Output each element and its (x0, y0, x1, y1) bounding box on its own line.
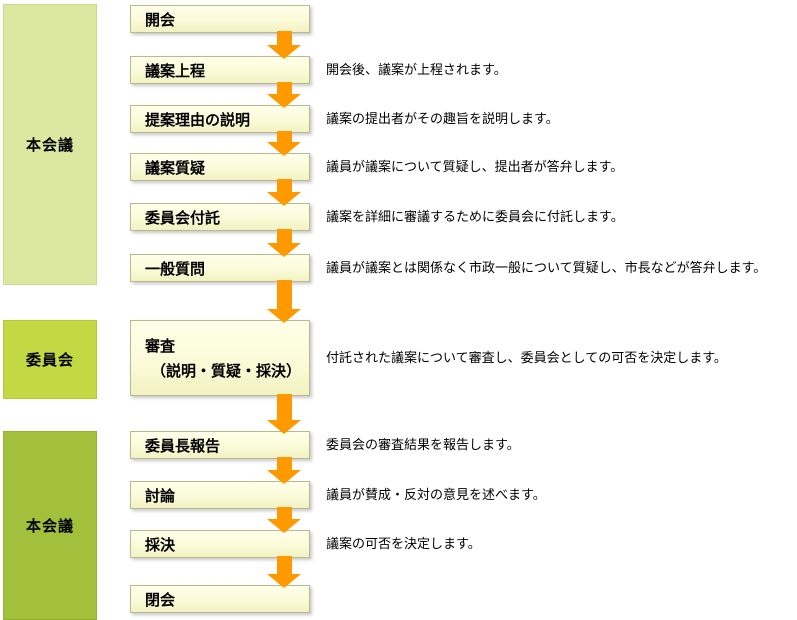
step-debate: 討論 (130, 481, 310, 509)
stage-plenary-session-1: 本会議 (3, 4, 97, 285)
step-label: 開会 (145, 11, 176, 29)
stage-label: 本会議 (25, 518, 74, 535)
down-arrow-icon (267, 280, 301, 323)
step-label: 審査 (145, 338, 176, 355)
step-label: 議案質疑 (145, 159, 206, 177)
step-bill-questions: 議案質疑 (130, 153, 310, 181)
stage-label: 委員会 (25, 352, 74, 369)
step-label: 一般質問 (145, 260, 206, 278)
step-label: 議案上程 (145, 62, 206, 80)
step-chair-report: 委員長報告 (130, 431, 310, 459)
step-bill-submission: 議案上程 (130, 56, 310, 84)
down-arrow-icon (267, 179, 301, 206)
step-closing: 閉会 (130, 585, 310, 613)
step-label: 採決 (145, 536, 176, 554)
step-committee-referral: 委員会付託 (130, 203, 310, 231)
step-label: 委員長報告 (145, 437, 221, 455)
desc-committee-referral: 議案を詳細に審議するために委員会に付託します。 (326, 209, 624, 224)
desc-chair-report: 委員会の審査結果を報告します。 (326, 437, 520, 452)
stage-committee: 委員会 (3, 320, 97, 399)
stage-plenary-session-2: 本会議 (3, 431, 97, 620)
step-label: 提案理由の説明 (145, 111, 251, 129)
desc-vote: 議案の可否を決定します。 (326, 536, 481, 551)
down-arrow-icon (267, 507, 301, 533)
desc-general-questions: 議員が議案とは関係なく市政一般について質疑し、市長などが答弁します。 (326, 260, 767, 275)
step-vote: 採決 (130, 530, 310, 558)
down-arrow-icon (267, 131, 301, 156)
step-label: 委員会付託 (145, 209, 221, 227)
step-label: 閉会 (145, 591, 176, 609)
step-general-questions: 一般質問 (130, 254, 310, 282)
step-sublabel: （説明・質疑・採決） (151, 363, 302, 380)
step-examination: 審査 （説明・質疑・採決） (130, 320, 310, 396)
desc-bill-submission: 開会後、議案が上程されます。 (326, 62, 507, 77)
desc-proposal-explanation: 議案の提出者がその趣旨を説明します。 (326, 111, 559, 126)
step-proposal-explanation: 提案理由の説明 (130, 105, 310, 133)
stage-label: 本会議 (25, 137, 74, 154)
desc-bill-questions: 議員が議案について質疑し、提出者が答弁します。 (326, 159, 624, 174)
down-arrow-icon (267, 229, 301, 257)
down-arrow-icon (267, 556, 301, 588)
down-arrow-icon (267, 31, 301, 59)
down-arrow-icon (267, 82, 301, 108)
desc-examination: 付託された議案について審査し、委員会としての可否を決定します。 (326, 350, 727, 365)
step-opening: 開会 (130, 5, 310, 33)
down-arrow-icon (267, 394, 301, 434)
down-arrow-icon (267, 457, 301, 484)
desc-debate: 議員が賛成・反対の意見を述べます。 (326, 487, 546, 502)
step-label: 討論 (145, 487, 176, 505)
